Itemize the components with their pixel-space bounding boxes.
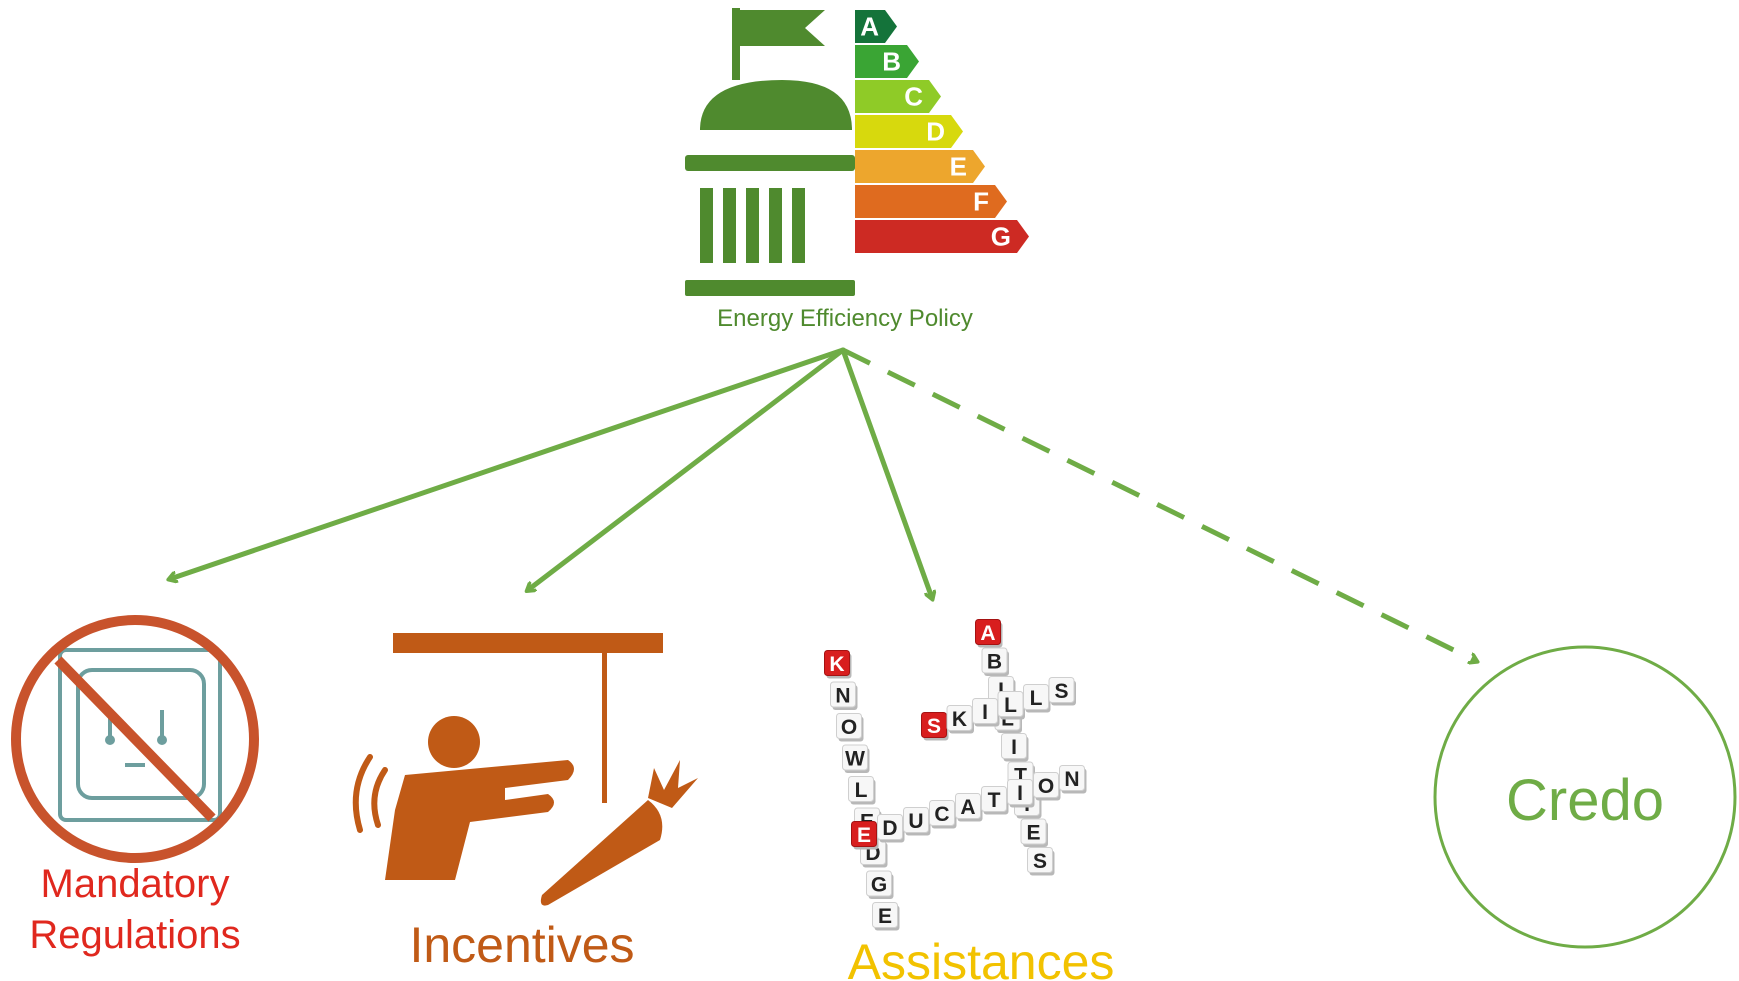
crossword-tile-education-4: A xyxy=(955,793,983,822)
svg-text:B: B xyxy=(987,651,1002,674)
rating-letter-e: E xyxy=(950,152,967,182)
rating-bar-c xyxy=(855,80,941,113)
crossword-tile-abilities-1: B xyxy=(981,647,1009,676)
svg-text:E: E xyxy=(857,824,871,847)
policy-label: Energy Efficiency Policy xyxy=(717,305,973,332)
svg-text:L: L xyxy=(1030,687,1043,710)
crossword-tile-knowledge-0: K xyxy=(824,650,852,679)
svg-text:N: N xyxy=(835,685,850,708)
crossword-tile-education-7: O xyxy=(1033,772,1061,801)
svg-text:S: S xyxy=(927,715,941,738)
crossword-tile-education-8: N xyxy=(1059,765,1087,794)
svg-text:O: O xyxy=(841,716,857,739)
crossword-tile-education-6: I xyxy=(1007,779,1035,808)
arrow-to-regulations xyxy=(170,347,846,579)
svg-text:E: E xyxy=(1026,822,1040,845)
crossword-tile-knowledge-8: E xyxy=(872,902,900,931)
svg-text:A: A xyxy=(960,796,975,819)
crossword-tile-skills-0: S xyxy=(921,712,949,741)
rating-letter-a: A xyxy=(860,12,879,42)
crossword-tile-education-5: T xyxy=(981,786,1009,815)
svg-text:K: K xyxy=(952,708,967,731)
svg-text:O: O xyxy=(1038,775,1054,798)
crossword-tile-skills-5: S xyxy=(1048,677,1076,706)
svg-text:L: L xyxy=(1004,694,1017,717)
regulations-label-line1: Mandatory xyxy=(41,862,230,906)
arrow-to-assistances xyxy=(840,347,932,598)
crossword-tile-education-2: U xyxy=(903,807,931,836)
svg-text:I: I xyxy=(998,679,1004,702)
svg-text:N: N xyxy=(1064,768,1079,791)
no-outlet-icon xyxy=(11,615,259,863)
crossword-tile-skills-2: I xyxy=(972,698,1000,727)
crossword-tile-skills-4: L xyxy=(1023,684,1051,713)
arrow-to-credo xyxy=(841,347,1476,661)
crossword-tile-skills-1: K xyxy=(946,705,974,734)
crossword-tile-knowledge-7: G xyxy=(866,870,894,899)
credo-circle xyxy=(1433,645,1737,949)
rating-letter-g: G xyxy=(991,222,1011,252)
svg-text:K: K xyxy=(829,653,844,676)
svg-text:A: A xyxy=(980,622,995,645)
skills-crossword-image: KNOWLEDGEABILITIESSKILLSEDUCATION xyxy=(824,619,1087,931)
svg-text:T: T xyxy=(988,789,1001,812)
crossword-tile-education-3: C xyxy=(929,800,957,829)
svg-text:C: C xyxy=(934,803,949,826)
crossword-tile-knowledge-4: L xyxy=(848,776,876,805)
crossword-tile-education-0: E xyxy=(851,821,879,850)
rating-letter-f: F xyxy=(973,187,989,217)
svg-text:D: D xyxy=(882,817,897,840)
arrow-to-incentives xyxy=(528,347,846,590)
crossword-tile-knowledge-3: W xyxy=(842,744,870,773)
policy-building-icon xyxy=(685,8,855,296)
rating-bar-b xyxy=(855,45,919,78)
svg-text:W: W xyxy=(845,748,865,771)
svg-text:E: E xyxy=(878,905,892,928)
svg-text:S: S xyxy=(1054,680,1068,703)
crossword-tile-abilities-0: A xyxy=(975,619,1003,648)
assistances-label: Assistances xyxy=(848,934,1115,981)
rating-letter-d: D xyxy=(926,117,945,147)
incentives-label: Incentives xyxy=(409,917,634,973)
regulations-label-line2: Regulations xyxy=(29,913,240,957)
rating-bar-e xyxy=(855,150,985,183)
svg-text:I: I xyxy=(1011,736,1017,759)
rating-bar-d xyxy=(855,115,963,148)
crossword-tile-knowledge-1: N xyxy=(830,681,858,710)
svg-text:I: I xyxy=(982,701,988,724)
policy-arrows xyxy=(170,347,1476,661)
svg-text:L: L xyxy=(855,779,868,802)
crossword-tile-abilities-8: S xyxy=(1027,847,1055,876)
carrot-stick-icon xyxy=(352,633,698,906)
credo-label: Credo xyxy=(1506,768,1664,833)
crossword-tile-knowledge-2: O xyxy=(836,713,864,742)
crossword-tile-abilities-4: I xyxy=(1001,733,1029,762)
svg-text:I: I xyxy=(1017,782,1023,805)
crossword-tile-skills-3: L xyxy=(997,691,1025,720)
svg-text:G: G xyxy=(871,874,887,897)
svg-text:U: U xyxy=(908,810,923,833)
rating-letter-c: C xyxy=(904,82,923,112)
crossword-tile-abilities-7: E xyxy=(1020,818,1048,847)
rating-bar-g xyxy=(855,220,1029,253)
rating-bar-a xyxy=(855,10,897,43)
rating-bar-f xyxy=(855,185,1007,218)
rating-letter-b: B xyxy=(882,47,901,77)
svg-text:S: S xyxy=(1033,850,1047,873)
crossword-tile-education-1: D xyxy=(877,814,905,843)
